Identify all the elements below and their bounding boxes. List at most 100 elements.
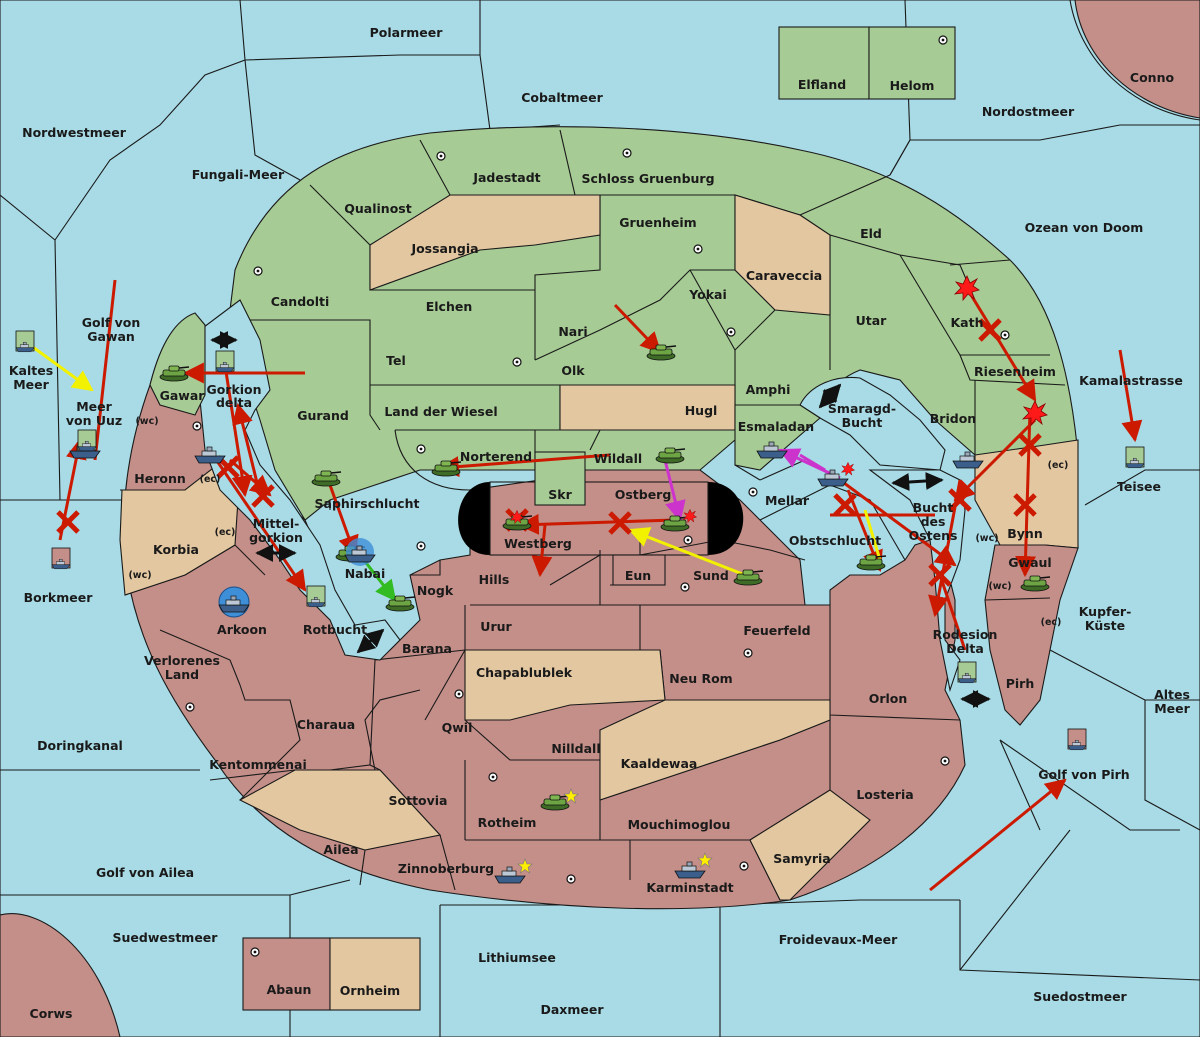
region-esmaladan[interactable] [734, 404, 821, 471]
supply-center-icon [743, 648, 753, 658]
central-mountain [458, 451, 744, 586]
label-mittelgorkion: Mittel- [253, 516, 300, 531]
supply-center-icon [250, 947, 260, 957]
label-hugl: Hugl [685, 403, 718, 418]
sea-gorkion[interactable] [199, 299, 401, 661]
label-riesenheim: Riesenheim [974, 364, 1056, 379]
label-rotbucht: Rotbucht [303, 622, 367, 637]
label-saphirschlucht: Saphirschlucht [315, 496, 420, 511]
supply-center-icon [192, 421, 202, 431]
label-pirh: Pirh [1006, 676, 1035, 691]
label-candolti: Candolti [271, 294, 330, 309]
label-kath: Kath [951, 315, 984, 330]
coast-tag: (ec) [1048, 460, 1069, 471]
labels: Polarmeer Elfland Helom Conno Cobaltmeer… [9, 25, 1191, 1021]
label-suedwestmeer: Suedwestmeer [113, 930, 219, 945]
supply-center-icon [185, 702, 195, 712]
label-golf-von-gawan: Golf von [82, 315, 141, 330]
label-mellar: Mellar [765, 493, 810, 508]
region-elfland[interactable] [778, 26, 870, 100]
label-barana: Barana [402, 641, 452, 656]
label-borkmeer: Borkmeer [24, 590, 94, 605]
coast-tag: (wc) [128, 570, 151, 581]
region-korbia[interactable] [119, 454, 241, 596]
supply-center-icon [512, 357, 522, 367]
label-nabai: Nabai [345, 566, 386, 581]
label-zinnoberburg: Zinnoberburg [398, 861, 494, 876]
label-jossangia: Jossangia [410, 241, 478, 256]
label-feuerfeld: Feuerfeld [743, 623, 810, 638]
label-meer-von-uuz-2: von Uuz [66, 413, 122, 428]
label-verlorenes-land: Verlorenes [144, 653, 220, 668]
label-gurand: Gurand [297, 408, 349, 423]
label-losteria: Losteria [856, 787, 913, 802]
supply-center-icon [488, 772, 498, 782]
region-caraveccia[interactable] [734, 194, 831, 316]
label-kupfer-kueste: Kupfer- [1079, 604, 1132, 619]
label-karminstadt: Karminstadt [646, 880, 733, 895]
label-rodesion-delta: Rodesion [933, 627, 998, 642]
label-golf-von-pirh: Golf von Pirh [1038, 767, 1129, 782]
fleets[interactable] [69, 441, 984, 884]
label-polarmeer: Polarmeer [370, 25, 444, 40]
coast-tag: (ec) [200, 474, 221, 485]
region-gawar[interactable] [149, 312, 206, 416]
label-gwaul: Gwaul [1008, 555, 1051, 570]
label-elfland: Elfland [798, 77, 846, 92]
region-corws[interactable] [0, 913, 121, 1037]
label-land-der-wiesel: Land der Wiesel [384, 404, 497, 419]
label-ozean-von-doom: Ozean von Doom [1025, 220, 1144, 235]
sea-bucht-des-ostens[interactable] [868, 469, 966, 693]
coast-tag: (wc) [975, 533, 998, 544]
label-sund: Sund [693, 568, 729, 583]
label-kupfer-kueste-2: Küste [1085, 618, 1125, 633]
label-orlon: Orlon [869, 691, 908, 706]
region-ornheim[interactable] [329, 937, 421, 1011]
coast-tag: (wc) [988, 581, 1011, 592]
label-korbia: Korbia [153, 542, 199, 557]
coast-tag: (wc) [135, 416, 158, 427]
label-ailea: Ailea [323, 842, 358, 857]
label-bucht-des-ostens: Bucht [913, 500, 954, 515]
label-kentommenai: Kentommenai [209, 757, 307, 772]
label-nari: Nari [558, 324, 587, 339]
region-jossangia[interactable] [369, 194, 601, 291]
region-samyria[interactable] [749, 789, 871, 901]
label-meer-von-uuz: Meer [76, 399, 112, 414]
coast-tags: (wc) (ec) (ec) (wc) (ec) (wc) (wc) (ec) [128, 416, 1068, 628]
supply-center-icon [436, 151, 446, 161]
label-lithiumsee: Lithiumsee [478, 950, 556, 965]
label-charaua: Charaua [297, 717, 355, 732]
label-hills: Hills [479, 572, 510, 587]
label-urur: Urur [480, 619, 512, 634]
region-ailea[interactable] [238, 769, 442, 851]
double-arrows [210, 331, 991, 708]
label-rotheim: Rotheim [478, 815, 537, 830]
label-nordostmeer: Nordostmeer [982, 104, 1075, 119]
supply-center-icon [739, 861, 749, 871]
label-yokai: Yokai [688, 287, 727, 302]
region-gwaul-pirh[interactable] [984, 544, 1079, 726]
label-teisee: Teisee [1117, 479, 1161, 494]
region-conno[interactable] [1074, 0, 1200, 119]
label-mittelgorkion-2: gorkion [249, 530, 303, 545]
label-cobaltmeer: Cobaltmeer [521, 90, 603, 105]
region-chapablublek[interactable] [464, 649, 666, 721]
label-smaragd-bucht-2: Bucht [842, 415, 883, 430]
label-kaltes-meer: Kaltes [9, 363, 53, 378]
supply-center-icon [253, 266, 263, 276]
label-olk: Olk [561, 363, 585, 378]
label-elchen: Elchen [426, 299, 473, 314]
label-skr: Skr [548, 487, 572, 502]
label-golf-von-gawan-2: Gawan [87, 329, 135, 344]
label-verlorenes-land-2: Land [165, 667, 199, 682]
label-altes-meer-2: Meer [1154, 701, 1190, 716]
label-gorkion-delta-2: delta [216, 395, 252, 410]
supply-center-icon [1000, 330, 1010, 340]
supply-center-icon [622, 148, 632, 158]
label-rodesion-delta-2: Delta [946, 641, 984, 656]
region-kaaldewaa[interactable] [599, 699, 831, 801]
label-ornheim: Ornheim [340, 983, 400, 998]
label-bucht-des-ostens-2: des [921, 514, 946, 529]
